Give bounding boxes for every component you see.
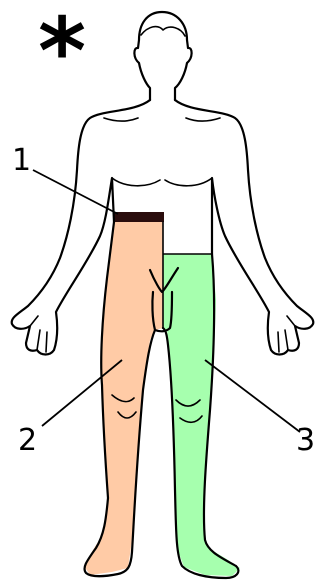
head-outline — [134, 12, 191, 100]
region-1-waist-band — [113, 212, 164, 222]
callout-label-2: 2 — [18, 426, 37, 456]
callout-label-3: 3 — [296, 426, 315, 456]
callout-line-3 — [205, 360, 300, 432]
callout-label-1: 1 — [12, 146, 31, 176]
pectoral-lines — [104, 118, 220, 186]
hair-line — [141, 27, 185, 36]
region-3-right-leg — [163, 254, 240, 576]
